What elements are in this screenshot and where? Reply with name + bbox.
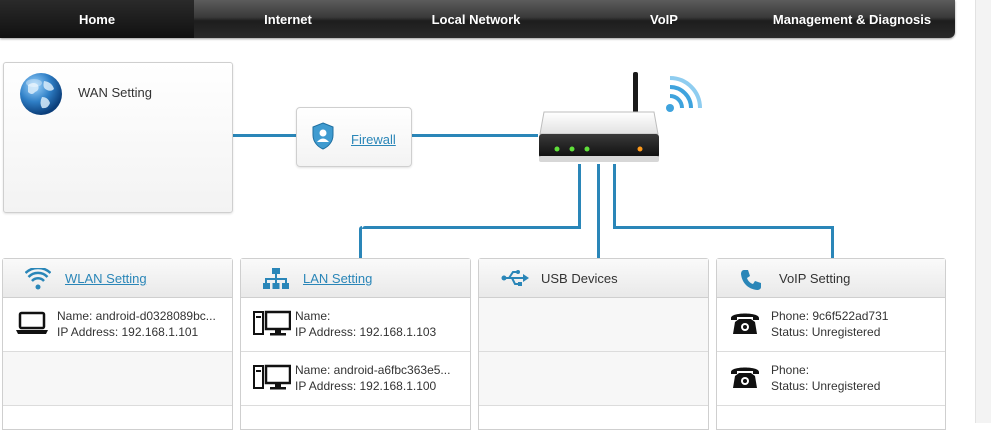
usb-devices-label: USB Devices	[541, 271, 618, 286]
device-name: Name: android-a6fbc363e5...	[295, 363, 451, 377]
wlan-setting-link[interactable]: WLAN Setting	[65, 271, 147, 286]
wan-setting-card[interactable]: WAN Setting	[3, 62, 233, 213]
device-name: Name:	[295, 309, 331, 323]
router-wlan-line-drop	[359, 226, 362, 258]
wlan-panel: WLAN Setting Name: android-d0328089bc...…	[2, 258, 233, 430]
voip-phone: Phone: 9c6f522ad731	[771, 309, 889, 323]
nav-internet[interactable]: Internet	[264, 12, 312, 27]
main-nav: Home Internet Local Network VoIP Managem…	[0, 0, 955, 38]
voip-status: Status: Unregistered	[771, 379, 881, 393]
router-wlan-line-h	[362, 226, 581, 229]
voip-setting-label: VoIP Setting	[779, 271, 851, 286]
telephone-icon	[729, 364, 761, 395]
network-icon	[263, 268, 289, 295]
device-ip: IP Address: 192.168.1.101	[57, 325, 199, 339]
lan-panel-header: LAN Setting	[241, 259, 470, 298]
desktop-icon	[253, 310, 292, 343]
voip-status: Status: Unregistered	[771, 325, 881, 339]
voip-line-row[interactable]: Phone: Status: Unregistered	[717, 352, 945, 406]
desktop-icon	[253, 364, 292, 397]
lan-device-row[interactable]: Name: android-a6fbc363e5... IP Address: …	[241, 352, 470, 406]
usb-empty-row	[479, 298, 708, 352]
firewall-link[interactable]: Firewall	[351, 132, 396, 147]
device-ip: IP Address: 192.168.1.100	[295, 379, 437, 393]
nav-home[interactable]: Home	[0, 0, 194, 38]
nav-voip[interactable]: VoIP	[650, 12, 678, 27]
lan-setting-link[interactable]: LAN Setting	[303, 271, 373, 286]
voip-line-row[interactable]: Phone: 9c6f522ad731 Status: Unregistered	[717, 298, 945, 352]
router-icon	[536, 72, 662, 173]
device-ip: IP Address: 192.168.1.103	[295, 325, 437, 339]
wan-firewall-line	[231, 134, 297, 137]
firewall-card[interactable]: Firewall	[296, 107, 412, 167]
wlan-device-row[interactable]: Name: android-d0328089bc... IP Address: …	[3, 298, 232, 352]
usb-panel-header: USB Devices	[479, 259, 708, 298]
voip-line-info: Phone: Status: Unregistered	[771, 362, 880, 394]
wan-setting-label: WAN Setting	[78, 85, 152, 100]
firewall-router-line	[410, 134, 538, 137]
lan-panel: LAN Setting Name: IP Address: 192.168.1.…	[240, 258, 471, 430]
nav-local-network[interactable]: Local Network	[431, 12, 521, 27]
lan-device-info: Name: android-a6fbc363e5... IP Address: …	[295, 362, 450, 394]
router-voip-line-h	[613, 226, 834, 229]
shield-icon	[311, 122, 335, 155]
usb-panel: USB Devices	[478, 258, 709, 430]
device-name: Name: android-d0328089bc...	[57, 309, 216, 323]
voip-panel-header: VoIP Setting	[717, 259, 945, 298]
router-voip-line-drop	[831, 226, 834, 258]
voip-phone: Phone:	[771, 363, 810, 377]
wlan-empty-row	[3, 352, 232, 406]
phone-icon	[739, 268, 763, 297]
telephone-icon	[729, 310, 761, 341]
lan-device-row[interactable]: Name: IP Address: 192.168.1.103	[241, 298, 470, 352]
usb-icon	[501, 268, 529, 293]
nav-management-diagnosis[interactable]: Management & Diagnosis	[772, 12, 932, 27]
page-scrollbar[interactable]	[975, 0, 991, 423]
router-usb-line	[597, 164, 600, 258]
wifi-icon	[24, 266, 52, 295]
voip-line-info: Phone: 9c6f522ad731 Status: Unregistered	[771, 308, 888, 340]
router-voip-line-v	[613, 164, 616, 228]
voip-panel: VoIP Setting Phone: 9c6f522ad731 Status:…	[716, 258, 946, 430]
wifi-signal-icon	[664, 74, 704, 119]
laptop-icon	[15, 310, 49, 341]
lan-device-info: Name: IP Address: 192.168.1.103	[295, 308, 436, 340]
globe-icon	[18, 71, 64, 122]
usb-empty-row	[479, 352, 708, 406]
wlan-panel-header: WLAN Setting	[3, 259, 232, 298]
wlan-device-info: Name: android-d0328089bc... IP Address: …	[57, 308, 216, 340]
router-wlan-line-v	[578, 164, 581, 228]
